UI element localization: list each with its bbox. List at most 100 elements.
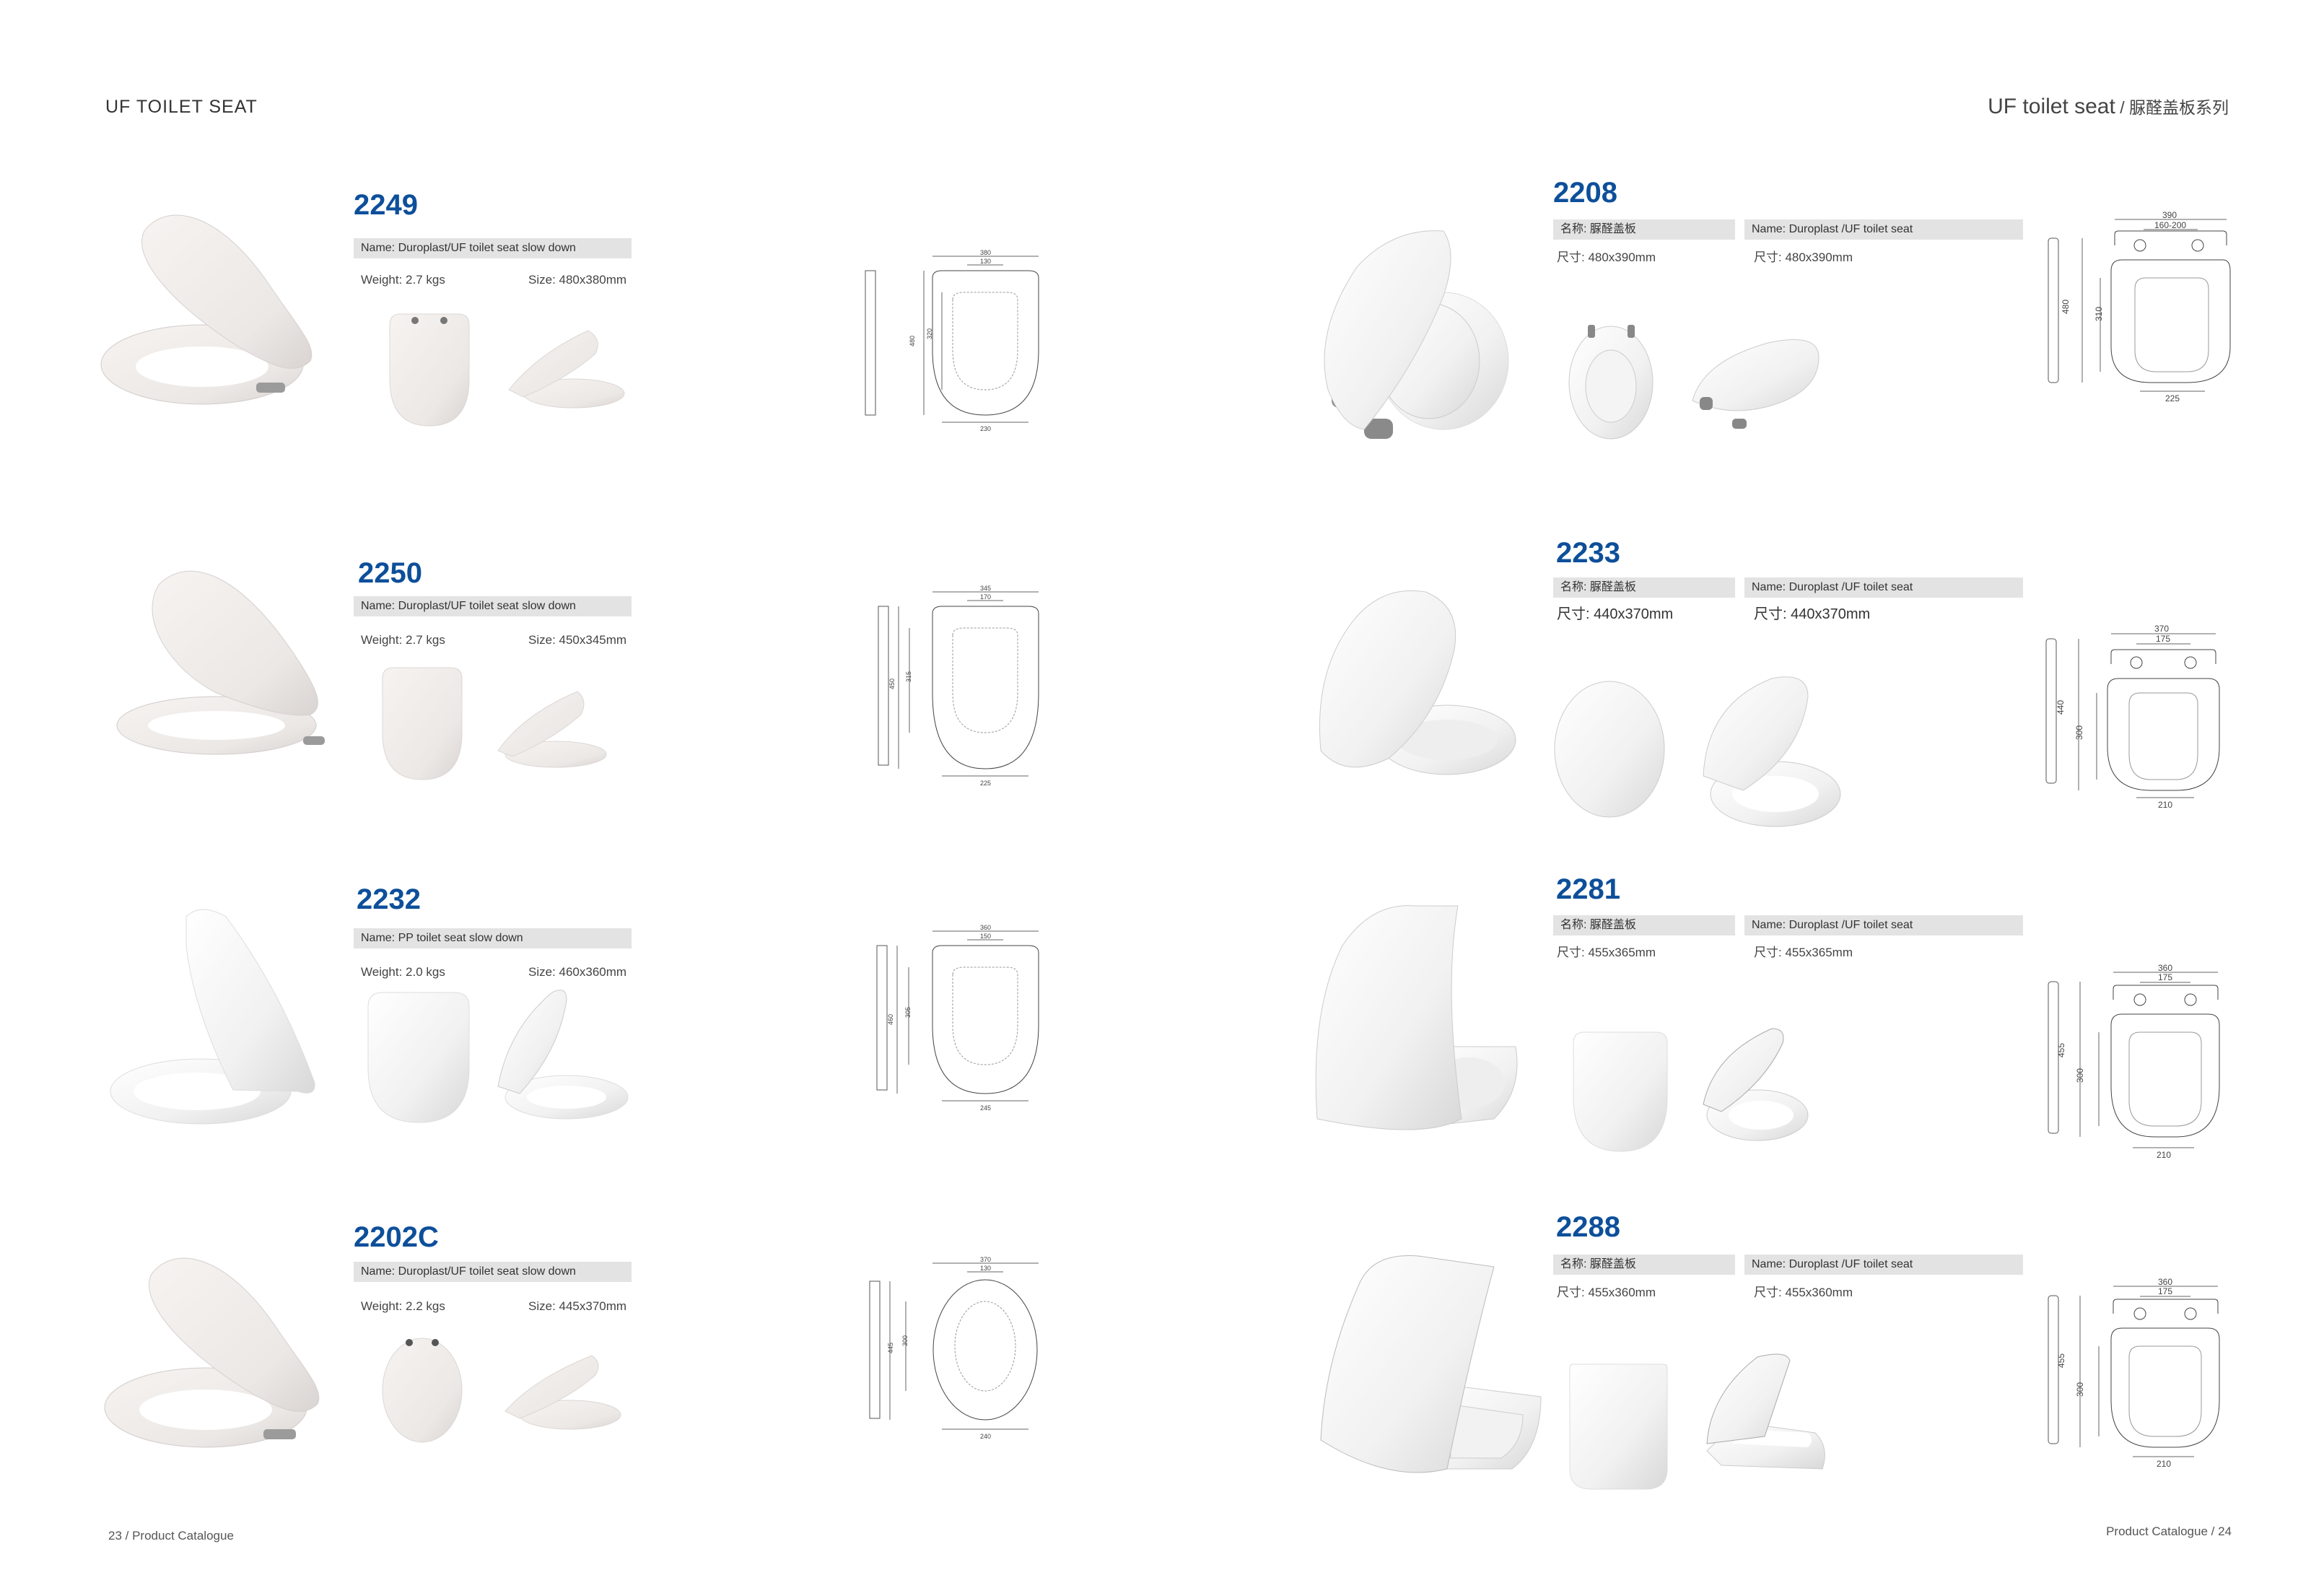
product-name-cn: 名称: 脲醛盖板	[1553, 1255, 1735, 1275]
product-name-en: Name: Duroplast /UF toilet seat	[1744, 915, 2023, 935]
technical-drawing: 370 130 240 445 300	[869, 1256, 1039, 1440]
seat-photo-side	[497, 691, 607, 768]
product-weight: Weight: 2.7 kgs	[361, 273, 445, 287]
seat-photo-side	[1703, 1028, 1809, 1141]
dim-top: 360	[980, 924, 991, 931]
technical-drawing: 390 160-200 225 480 310	[2048, 210, 2231, 403]
product-name: Name: Duroplast/UF toilet seat slow down	[354, 238, 632, 258]
dim-inner-height: 305	[904, 1007, 912, 1018]
product-size-cn: 尺寸: 455x360mm	[1557, 1286, 1656, 1299]
product-name-cn: 名称: 脲醛盖板	[1553, 915, 1735, 935]
dim-inner: 160-200	[2154, 220, 2186, 230]
seat-photo-side	[1703, 676, 1841, 827]
dim-height: 455	[2056, 1043, 2066, 1057]
seat-photo-open	[1324, 230, 1509, 439]
seat-photo-top	[382, 667, 463, 780]
product-weight: Weight: 2.2 kgs	[361, 1299, 445, 1313]
technical-drawing: 360 150 245 460 305	[876, 924, 1039, 1112]
dim-inner-height: 310	[2094, 307, 2104, 321]
dim-top: 370	[2154, 624, 2169, 634]
product-size-en: 尺寸: 455x365mm	[1754, 946, 1853, 959]
dim-height: 460	[887, 1014, 894, 1025]
dim-inner: 130	[980, 258, 991, 265]
product-size: Size: 450x345mm	[528, 633, 627, 647]
dim-inner: 175	[2158, 972, 2172, 982]
dim-bottom: 210	[2157, 1459, 2171, 1469]
dim-top: 345	[980, 585, 991, 592]
product-name: Name: Duroplast/UF toilet seat slow down	[354, 596, 632, 616]
dim-bottom: 245	[980, 1104, 991, 1112]
dim-bottom: 210	[2157, 1150, 2171, 1160]
header-title-cn: / 脲醛盖板系列	[2115, 98, 2229, 117]
technical-drawing: 360 175 210 455 300	[2048, 963, 2220, 1160]
page-header-left: UF TOILET SEAT	[105, 97, 258, 117]
product-name: Name: Duroplast/UF toilet seat slow down	[354, 1262, 632, 1282]
seat-photo-side	[1706, 1353, 1825, 1470]
seat-photo-top	[1568, 325, 1654, 440]
product-size-en: 尺寸: 440x370mm	[1754, 606, 1871, 622]
dim-bottom: 240	[980, 1433, 991, 1440]
product-weight: Weight: 2.7 kgs	[361, 633, 445, 647]
dim-height: 480	[2061, 300, 2071, 314]
model-number: 2202C	[354, 1221, 439, 1253]
page-footer-left: 23 / Product Catalogue	[108, 1529, 234, 1543]
seat-photo-side	[1692, 339, 1820, 429]
seat-photo-top	[1573, 1031, 1668, 1152]
model-number: 2250	[358, 557, 422, 589]
dim-inner: 175	[2158, 1286, 2172, 1296]
technical-drawing: 370 175 210 440 300	[2045, 624, 2220, 810]
dim-bottom: 225	[980, 780, 991, 787]
product-size: Size: 480x380mm	[528, 273, 627, 287]
technical-drawing: 345 170 225 450 315	[878, 585, 1039, 787]
dim-bottom: 225	[2165, 393, 2180, 403]
page-footer-right: Product Catalogue / 24	[2106, 1524, 2232, 1538]
page-header-right: UF toilet seat / 脲醛盖板系列	[1988, 94, 2229, 119]
product-weight: Weight: 2.0 kgs	[361, 965, 445, 979]
dim-inner-height: 300	[2075, 1382, 2085, 1397]
dim-inner: 130	[980, 1265, 991, 1272]
product-size-en: 尺寸: 455x360mm	[1754, 1286, 1853, 1299]
product-size-en: 尺寸: 480x390mm	[1754, 250, 1853, 264]
seat-photo-open	[110, 909, 315, 1125]
technical-drawing: 380 130 230 480 320	[865, 249, 1039, 432]
seat-photo-side	[504, 1355, 621, 1430]
seat-photo-open	[1319, 590, 1516, 775]
product-size: Size: 445x370mm	[528, 1299, 627, 1313]
product-size-cn: 尺寸: 480x390mm	[1557, 250, 1656, 264]
technical-drawing: 360 175 210 455 300	[2048, 1277, 2220, 1469]
product-name-en: Name: Duroplast /UF toilet seat	[1744, 1255, 2023, 1275]
seat-photo-top	[382, 1338, 463, 1443]
seat-photo-open	[1320, 1255, 1542, 1473]
seat-photo-open	[1315, 905, 1518, 1130]
dim-height: 455	[2056, 1353, 2066, 1368]
model-number: 2233	[1556, 537, 1620, 569]
dim-inner: 170	[980, 593, 991, 601]
dim-inner-height: 300	[901, 1335, 909, 1346]
product-size: Size: 460x360mm	[528, 965, 627, 979]
model-number: 2249	[354, 189, 418, 221]
dim-inner-height: 315	[905, 671, 912, 682]
seat-photo-side	[508, 330, 625, 409]
dim-height: 480	[909, 336, 916, 346]
seat-photo-top	[367, 992, 470, 1123]
dim-top: 380	[980, 249, 991, 256]
dim-height: 445	[887, 1343, 894, 1353]
model-number: 2288	[1556, 1211, 1620, 1243]
product-name-en: Name: Duroplast /UF toilet seat	[1744, 577, 2023, 598]
dim-inner-height: 320	[926, 328, 933, 339]
product-name-cn: 名称: 脲醛盖板	[1553, 577, 1735, 598]
seat-photo-top	[1569, 1364, 1668, 1490]
dim-top: 360	[2158, 963, 2172, 973]
model-number: 2232	[357, 884, 421, 915]
product-size-cn: 尺寸: 455x365mm	[1557, 946, 1656, 959]
dim-top: 390	[2162, 210, 2177, 220]
dim-height: 440	[2056, 700, 2066, 715]
product-name: Name: PP toilet seat slow down	[354, 928, 632, 948]
dim-top: 370	[980, 1256, 991, 1263]
header-title-en: UF toilet seat	[1988, 95, 2115, 118]
product-size-cn: 尺寸: 440x370mm	[1557, 606, 1674, 622]
dim-height: 450	[888, 679, 896, 689]
product-name-en: Name: Duroplast /UF toilet seat	[1744, 219, 2023, 240]
model-number: 2281	[1556, 873, 1620, 905]
seat-photo-open	[116, 570, 325, 755]
